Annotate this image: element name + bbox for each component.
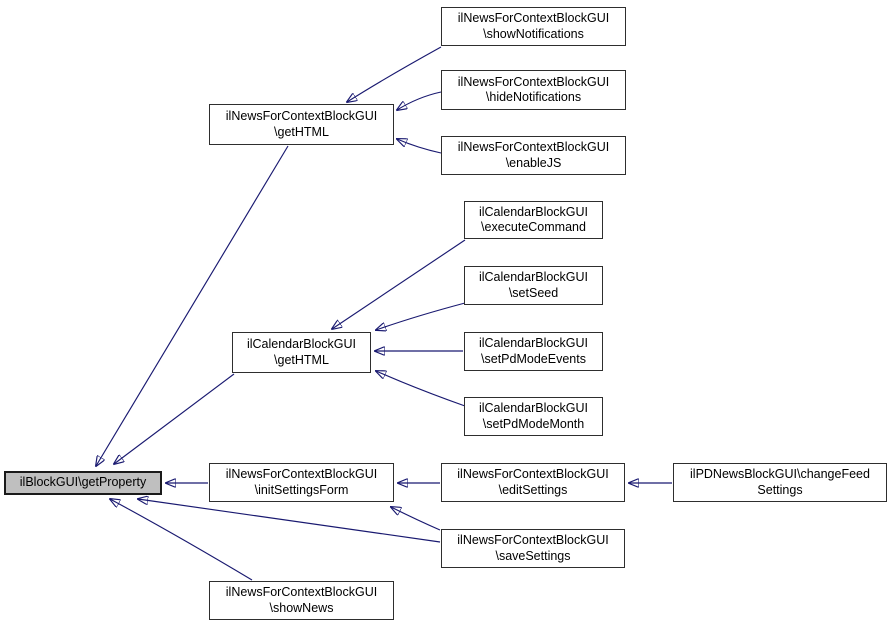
edge-news-gethtml-to-getproperty xyxy=(96,145,289,466)
node-ilnewsforcontextblockgui-editsettings[interactable]: ilNewsForContextBlockGUI \editSettings xyxy=(441,463,625,502)
node-label: \getHTML xyxy=(274,352,329,367)
node-label: ilCalendarBlockGUI xyxy=(478,270,589,284)
node-label: ilNewsForContextBlockGUI xyxy=(457,140,610,154)
node-label: ilCalendarBlockGUI xyxy=(478,204,589,219)
edge-setpdmodemonth-to-cal-gethtml xyxy=(376,371,466,407)
edge-cal-gethtml-to-getproperty xyxy=(114,373,235,464)
node-label: ilBlockGUI\getProperty xyxy=(19,475,147,490)
edge-savesettings-to-getproperty xyxy=(138,499,441,543)
node-label: \showNews xyxy=(269,600,334,615)
node-label: ilNewsForContextBlockGUI xyxy=(457,11,610,25)
node-ilnewsforcontextblockgui-shownotifications[interactable]: ilNewsForContextBlockGUI \showNotificati… xyxy=(441,7,626,46)
node-ilblockgui-getproperty: ilBlockGUI\getProperty xyxy=(4,471,162,495)
node-label: \setPdModeEvents xyxy=(481,351,586,366)
node-ilnewsforcontextblockgui-savesettings[interactable]: ilNewsForContextBlockGUI \saveSettings xyxy=(441,529,625,568)
node-label: \initSettingsForm xyxy=(254,482,349,497)
node-ilnewsforcontextblockgui-enablejs[interactable]: ilNewsForContextBlockGUI \enableJS xyxy=(441,136,626,175)
node-label: \setSeed xyxy=(508,285,559,300)
node-label: ilCalendarBlockGUI xyxy=(478,401,589,415)
node-label: \editSettings xyxy=(498,482,568,497)
node-label: ilCalendarBlockGUI xyxy=(478,336,589,350)
node-label: ilNewsForContextBlockGUI xyxy=(457,467,609,481)
node-label: ilNewsForContextBlockGUI xyxy=(457,533,609,547)
node-label: \executeCommand xyxy=(481,220,586,234)
node-ilnewsforcontextblockgui-hidenotifications[interactable]: ilNewsForContextBlockGUI \hideNotificati… xyxy=(441,70,626,110)
edge-savesettings-to-initsettingsform xyxy=(391,507,441,531)
node-ilcalendarblockgui-executecommand[interactable]: ilCalendarBlockGUI \executeCommand xyxy=(464,201,603,239)
node-label: ilNewsForContextBlockGUI xyxy=(225,585,378,599)
node-ilpdnewsblockgui-changefeedsettings[interactable]: ilPDNewsBlockGUI\changeFeed Settings xyxy=(673,463,887,502)
node-label: \showNotifications xyxy=(483,26,584,41)
node-label: \saveSettings xyxy=(495,548,571,563)
edge-shownews-to-getproperty xyxy=(110,499,253,581)
node-ilcalendarblockgui-gethtml[interactable]: ilCalendarBlockGUI \getHTML xyxy=(232,332,371,373)
node-label: ilPDNewsBlockGUI\changeFeed xyxy=(690,467,870,481)
node-label: ilNewsForContextBlockGUI xyxy=(225,467,378,481)
edge-shownotifications-to-news-gethtml xyxy=(347,46,442,102)
node-label: \enableJS xyxy=(505,155,562,170)
node-label: ilNewsForContextBlockGUI xyxy=(457,74,610,89)
node-label: \setPdModeMonth xyxy=(482,416,585,431)
edge-hidenotifications-to-news-gethtml xyxy=(397,91,442,110)
node-ilnewsforcontextblockgui-shownews[interactable]: ilNewsForContextBlockGUI \showNews xyxy=(209,581,394,620)
node-ilcalendarblockgui-setpdmodemonth[interactable]: ilCalendarBlockGUI \setPdModeMonth xyxy=(464,397,603,436)
node-label: \getHTML xyxy=(274,124,329,139)
edge-executecommand-to-cal-gethtml xyxy=(332,239,466,329)
node-label: ilNewsForContextBlockGUI xyxy=(225,109,378,123)
node-label: ilCalendarBlockGUI xyxy=(246,337,357,351)
node-ilcalendarblockgui-setpdmodeevents[interactable]: ilCalendarBlockGUI \setPdModeEvents xyxy=(464,332,603,371)
node-label: \hideNotifications xyxy=(485,90,582,104)
edge-setseed-to-cal-gethtml xyxy=(376,302,466,330)
node-ilnewsforcontextblockgui-gethtml[interactable]: ilNewsForContextBlockGUI \getHTML xyxy=(209,104,394,145)
edge-enablejs-to-news-gethtml xyxy=(397,139,442,154)
node-ilcalendarblockgui-setseed[interactable]: ilCalendarBlockGUI \setSeed xyxy=(464,266,603,305)
node-label: Settings xyxy=(757,482,803,497)
node-ilnewsforcontextblockgui-initsettingsform[interactable]: ilNewsForContextBlockGUI \initSettingsFo… xyxy=(209,463,394,502)
